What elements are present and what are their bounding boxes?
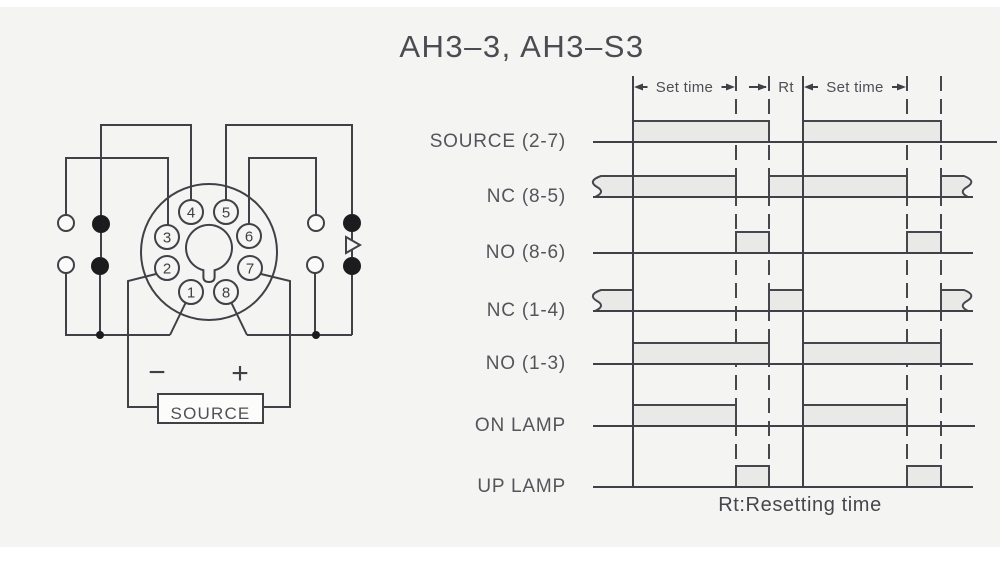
wire (100, 124, 192, 215)
timing-annotations: Set time Set time Rt (634, 79, 906, 96)
timing-bar (735, 465, 770, 488)
polarity-plus: + (231, 357, 249, 390)
delay-arrow-icon (345, 235, 363, 255)
wire (248, 157, 317, 225)
socket-pin (154, 255, 180, 281)
timing-caption: Rt:Resetting time (718, 494, 882, 516)
timing-bar (632, 404, 737, 427)
timing-bar-torn (591, 289, 634, 312)
socket-pin (213, 279, 239, 305)
socket-pin-number: 1 (187, 285, 195, 302)
timing-bar (768, 289, 804, 312)
arrowhead-icon (804, 83, 813, 91)
page-title: AH3–3, AH3–S3 (399, 29, 644, 64)
socket-pin-number: 2 (163, 261, 171, 278)
arrowhead-icon (758, 83, 767, 91)
socket-pin-number: 6 (245, 229, 253, 246)
timing-baselines (593, 141, 997, 488)
timing-bar (632, 120, 770, 143)
source-label: SOURCE (171, 404, 251, 423)
open-contact (307, 214, 325, 232)
arrowhead-icon (634, 83, 643, 91)
arrowhead-icon (897, 83, 906, 91)
timeline-markers-solid (632, 76, 804, 487)
filled-contact (343, 257, 361, 275)
open-contact (306, 256, 324, 274)
socket-pin (154, 224, 180, 250)
socket-pin-number: 4 (187, 205, 195, 222)
filled-contact (91, 257, 109, 275)
rt-label: Rt (778, 79, 794, 96)
open-contact (57, 256, 75, 274)
timing-row-label: ON LAMP (475, 415, 566, 436)
filled-contact (92, 215, 110, 233)
open-contact (57, 214, 75, 232)
timing-row-labels: SOURCE (2-7) NC (8-5) NO (8-6) NC (1-4) NO (… (430, 131, 566, 497)
arrowhead-icon (726, 83, 735, 91)
filled-contact (343, 214, 361, 232)
wire (65, 273, 170, 336)
timing-row-label: NO (8-6) (486, 242, 566, 263)
timing-bar (906, 465, 942, 488)
wire (127, 273, 158, 408)
source-box (157, 393, 264, 424)
timing-bar (632, 342, 770, 365)
set-time-label: Set time (826, 79, 883, 96)
timing-bar (802, 404, 908, 427)
socket-pin-number: 8 (222, 285, 230, 302)
timing-row-label: NC (1-4) (487, 300, 566, 321)
wire (225, 124, 353, 214)
timing-row-label: NC (8-5) (487, 186, 566, 207)
timing-bar (802, 342, 942, 365)
polarity-minus: − (148, 356, 166, 389)
timing-row-label: NO (1-3) (486, 353, 566, 374)
wire (65, 157, 169, 226)
wire (169, 301, 187, 336)
socket-wiring-diagram: 4 5 3 6 2 7 1 8 (57, 124, 363, 424)
socket-pin (178, 279, 204, 305)
socket-keyway (185, 223, 233, 284)
socket-outline (140, 183, 278, 321)
junction-dot (312, 331, 320, 339)
timing-row-label: UP LAMP (477, 476, 566, 497)
timing-bar (906, 231, 942, 254)
timing-bar (735, 231, 770, 254)
junction-dot (96, 331, 104, 339)
socket-pin-number: 7 (246, 261, 254, 278)
socket-pins: 4 5 3 6 2 7 1 8 (154, 199, 263, 305)
socket-pin-number: 5 (222, 205, 230, 222)
socket-pin (213, 199, 239, 225)
timing-bar (768, 175, 908, 198)
wire (260, 273, 291, 408)
socket-pin (178, 199, 204, 225)
timing-bar (802, 120, 942, 143)
socket-pin (236, 223, 262, 249)
wire (230, 301, 248, 336)
socket-pin (237, 255, 263, 281)
timing-row-label: SOURCE (2-7) (430, 131, 566, 152)
set-time-label: Set time (656, 79, 713, 96)
timing-bar-torn (591, 175, 737, 198)
socket-pin-number: 3 (163, 230, 171, 247)
